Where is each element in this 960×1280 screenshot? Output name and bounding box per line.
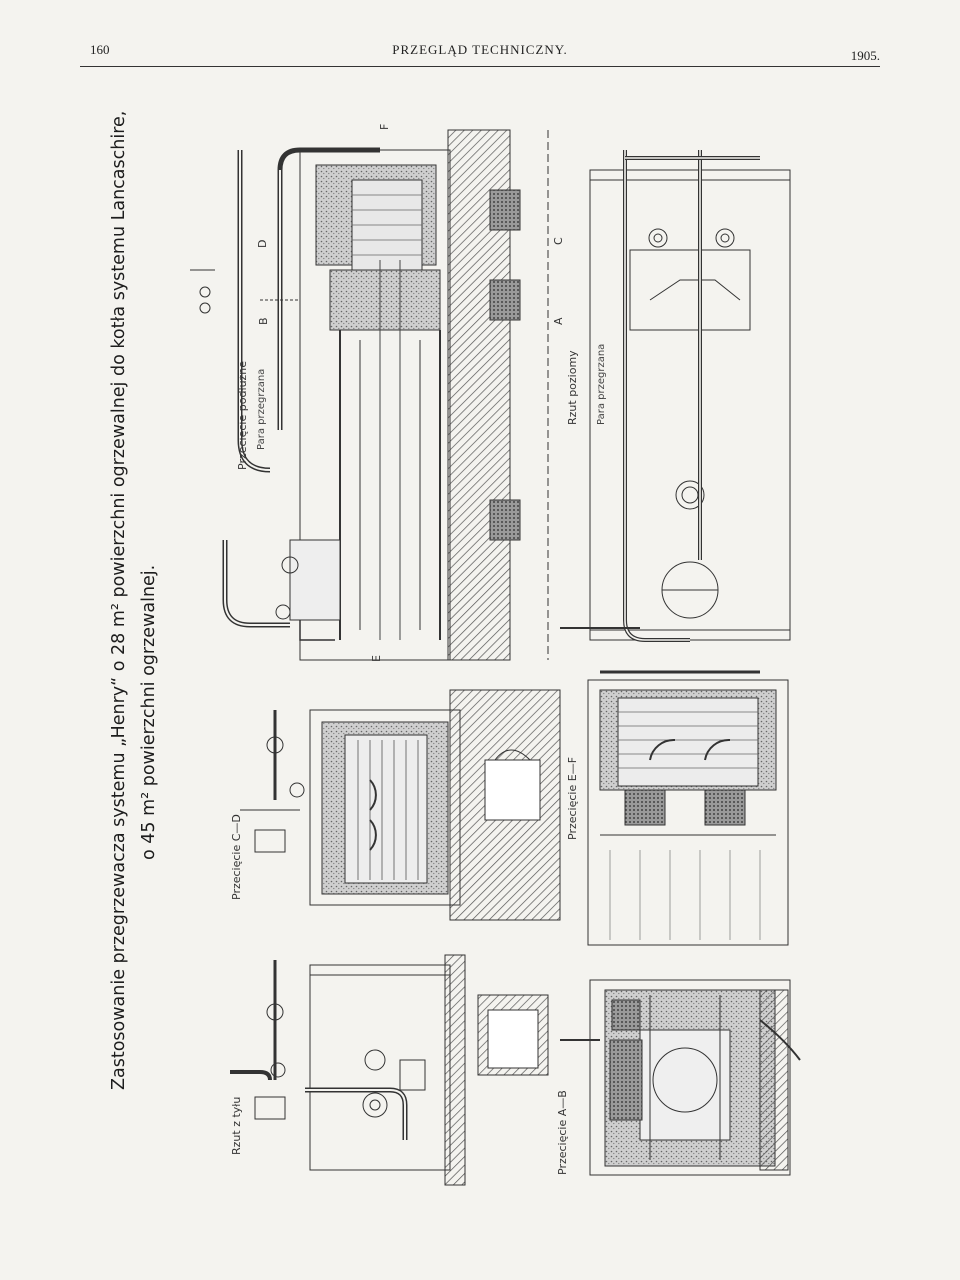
marker-b: B xyxy=(257,317,270,325)
section-ab-title: Przecięcie A—B xyxy=(556,1090,569,1175)
marker-a: A xyxy=(552,317,565,325)
section-ab-drawing xyxy=(560,979,801,1176)
plan-view-subtitle: Para przegrzana xyxy=(596,343,607,425)
longitudinal-section-subtitle: Para przegrzana xyxy=(256,368,267,450)
journal-title: PRZEGLĄD TECHNICZNY. xyxy=(392,42,568,57)
longitudinal-section-drawing xyxy=(190,129,549,661)
section-ef-title: Przecięcie E—F xyxy=(566,756,579,840)
section-cd-drawing xyxy=(240,689,561,921)
marker-c: C xyxy=(552,237,565,245)
rear-view-drawing xyxy=(230,954,549,1186)
marker-f: F xyxy=(378,123,391,130)
longitudinal-section-title: Przecięcie podłużne xyxy=(236,360,249,470)
section-ef-drawing xyxy=(587,670,789,946)
section-cd-title: Przecięcie C—D xyxy=(230,814,243,900)
year: 1905. xyxy=(850,48,880,63)
marker-e: E xyxy=(370,655,383,662)
plan-view-drawing xyxy=(560,150,791,642)
plan-view-title: Rzut poziomy xyxy=(566,350,579,425)
page-number: 160 xyxy=(90,42,110,57)
marker-d: D xyxy=(256,239,269,248)
rear-view-title: Rzut z tyłu xyxy=(230,1096,243,1155)
running-header: 160 PRZEGLĄD TECHNICZNY. 1905. xyxy=(80,42,880,67)
